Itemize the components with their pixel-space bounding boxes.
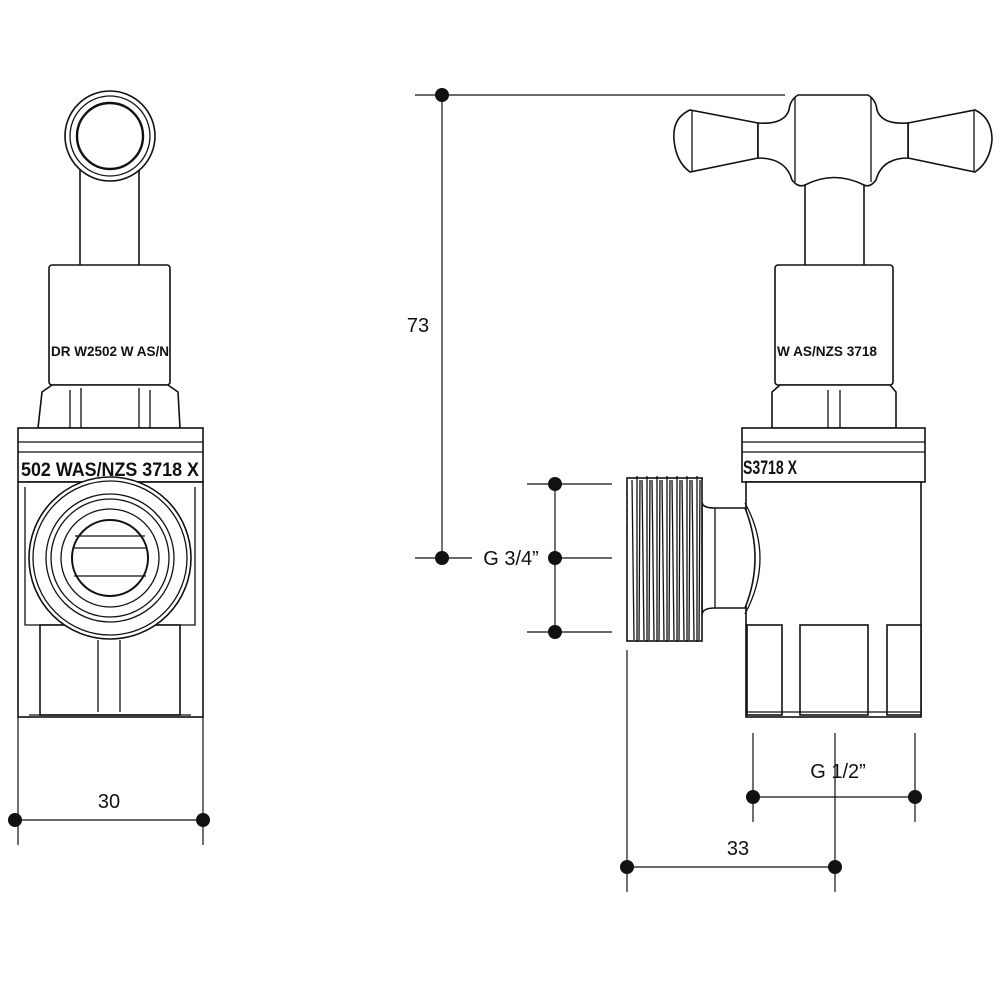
cap (774, 264, 894, 386)
stem (79, 169, 140, 268)
dimension-width: 30 (8, 717, 210, 845)
front-view: DR W2502 W AS/N 502 WAS/NZS 3718 X (17, 90, 204, 718)
thread-crest (691, 476, 701, 642)
body-marking: 502 WAS/NZS 3718 X (21, 460, 199, 481)
body-flange (741, 427, 926, 483)
thread-crest (641, 476, 651, 642)
cross-handle (673, 94, 993, 187)
dimension-width-label: 30 (98, 791, 120, 813)
thread-crest (631, 476, 641, 642)
hex-nut (37, 384, 181, 429)
dimension-height: 73 (407, 88, 785, 565)
dimension-inlet-thread: G 3/4” (415, 477, 612, 639)
handle-end (64, 90, 156, 182)
dimension-height-label: 73 (407, 315, 429, 337)
dimension-outlet-thread-label: G 1/2” (810, 761, 866, 783)
side-view: W AS/NZS 3718 S3718 X (626, 94, 993, 718)
dimension-depth: 33 (620, 650, 842, 892)
thread-crest (671, 476, 681, 642)
body-marking: S3718 X (743, 458, 797, 479)
cap (48, 264, 171, 386)
inlet-port (28, 476, 192, 640)
inlet-thread (626, 476, 761, 642)
thread-crest (661, 476, 671, 642)
hex-nut (771, 384, 897, 429)
cap-marking: DR W2502 W AS/N (51, 343, 169, 359)
stem (804, 174, 865, 268)
dimension-outlet-thread: G 1/2” (746, 733, 922, 892)
dimension-depth-label: 33 (727, 838, 749, 860)
dimension-inlet-thread-label: G 3/4” (483, 548, 539, 570)
cap-marking: W AS/NZS 3718 (777, 343, 877, 359)
thread-crest (651, 476, 661, 642)
outlet-ports (746, 624, 922, 716)
thread-crest (681, 476, 691, 642)
